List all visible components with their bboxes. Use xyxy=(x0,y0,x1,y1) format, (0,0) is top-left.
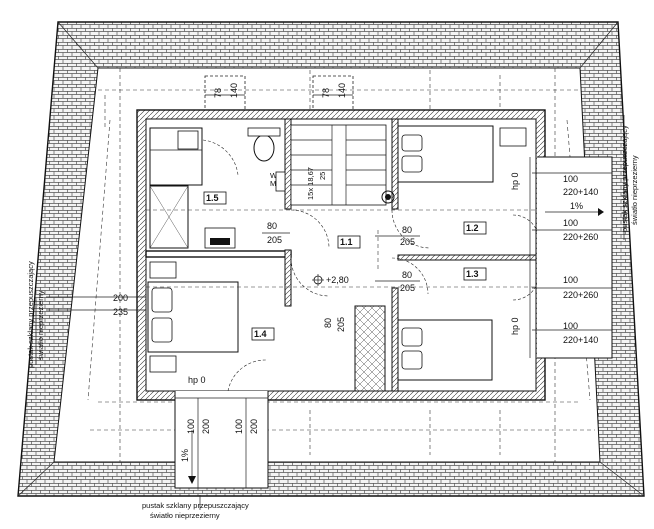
dim-bottom-b1: 100 xyxy=(234,419,244,434)
elevation-label: +2,80 xyxy=(326,275,349,285)
ceiling-lines xyxy=(146,209,536,288)
toilet xyxy=(253,134,275,162)
bathroom: W M xyxy=(149,127,286,249)
dim-r1-h: 220+140 xyxy=(563,187,598,197)
dim-top-a2: 140 xyxy=(229,83,239,98)
dim-top-b2: 140 xyxy=(337,83,347,98)
dim-bath-door-h: 205 xyxy=(267,235,282,245)
room-13-label: 1.3 xyxy=(466,269,479,279)
room-15-label: 1.5 xyxy=(206,193,219,203)
wm-m: M xyxy=(270,179,276,188)
room-12-label: 1.2 xyxy=(466,223,479,233)
dim-left-h: 235 xyxy=(113,307,128,317)
note-right-line2: światło nieprzezierny xyxy=(630,155,639,225)
window-left-wall xyxy=(46,296,146,311)
dim-14-door-w: 80 xyxy=(323,318,333,328)
note-bottom-line2: światło nieprzezierny xyxy=(150,511,220,520)
dim-r2-h: 220+260 xyxy=(563,232,598,242)
window-right xyxy=(529,156,613,359)
note-bottom-line1: pustak szklany przepuszczający xyxy=(142,501,249,510)
dim-r3-w: 100 xyxy=(563,275,578,285)
dim-r3-h: 220+260 xyxy=(563,290,598,300)
dim-left-w: 200 xyxy=(113,293,128,303)
hp-right-bottom: hp 0 xyxy=(510,317,520,335)
dim-13-door-h: 205 xyxy=(400,283,415,293)
bedroom-12-furniture xyxy=(397,125,527,183)
wm-w: W xyxy=(270,171,278,180)
dim-bottom-a2: 200 xyxy=(201,419,211,434)
hp-bottom: hp 0 xyxy=(188,375,206,385)
dim-bath-door-w: 80 xyxy=(267,221,277,231)
bedroom-14-furniture xyxy=(147,261,239,373)
room-labels: 1.5 1.1 1.2 1.3 1.4 xyxy=(203,191,487,341)
dimensions: 78 140 78 140 80 205 80 205 80 205 80 20… xyxy=(113,83,598,462)
staircase: 15x 18,67 25 xyxy=(290,124,395,206)
dim-top-a1: 78 xyxy=(213,88,223,98)
dim-12-door-w: 80 xyxy=(402,225,412,235)
dim-r4-h: 220+140 xyxy=(563,335,598,345)
room-11-label: 1.1 xyxy=(340,237,353,247)
dim-r2-w: 100 xyxy=(563,218,578,228)
dim-13-door-w: 80 xyxy=(402,270,412,280)
dim-12-door-h: 205 xyxy=(400,237,415,247)
elevation-marker: +2,80 xyxy=(312,274,349,286)
bedroom-13-furniture xyxy=(397,319,493,381)
dim-bottom-b2: 200 xyxy=(249,419,259,434)
dim-top-b1: 78 xyxy=(321,88,331,98)
window-bottom xyxy=(174,391,269,489)
room-14-label: 1.4 xyxy=(254,329,267,339)
slope-right: 1% xyxy=(570,201,583,211)
dim-bottom-a1: 100 xyxy=(186,419,196,434)
note-leaders xyxy=(35,115,625,510)
stairs-label: 15x 18,67 xyxy=(306,167,315,200)
note-bottom: pustak szklany przepuszczający światło n… xyxy=(142,501,249,520)
dim-r4-w: 100 xyxy=(563,321,578,331)
note-left-line2: światło nieprzezierny xyxy=(36,290,45,360)
stairs-tread: 25 xyxy=(318,172,327,180)
hp-right-top: hp 0 xyxy=(510,172,520,190)
note-left: pustak szklany przepuszczający światło n… xyxy=(26,261,45,368)
chimney-icon xyxy=(381,190,395,204)
dim-14-door-h: 205 xyxy=(336,317,346,332)
note-right-line1: pustak szklany przepuszczający xyxy=(620,125,629,232)
dim-r1-w: 100 xyxy=(563,174,578,184)
note-left-line1: pustak szklany przepuszczający xyxy=(26,261,35,368)
note-right: pustak szklany przepuszczający światło n… xyxy=(620,125,639,232)
slope-bottom: 1% xyxy=(180,449,190,462)
